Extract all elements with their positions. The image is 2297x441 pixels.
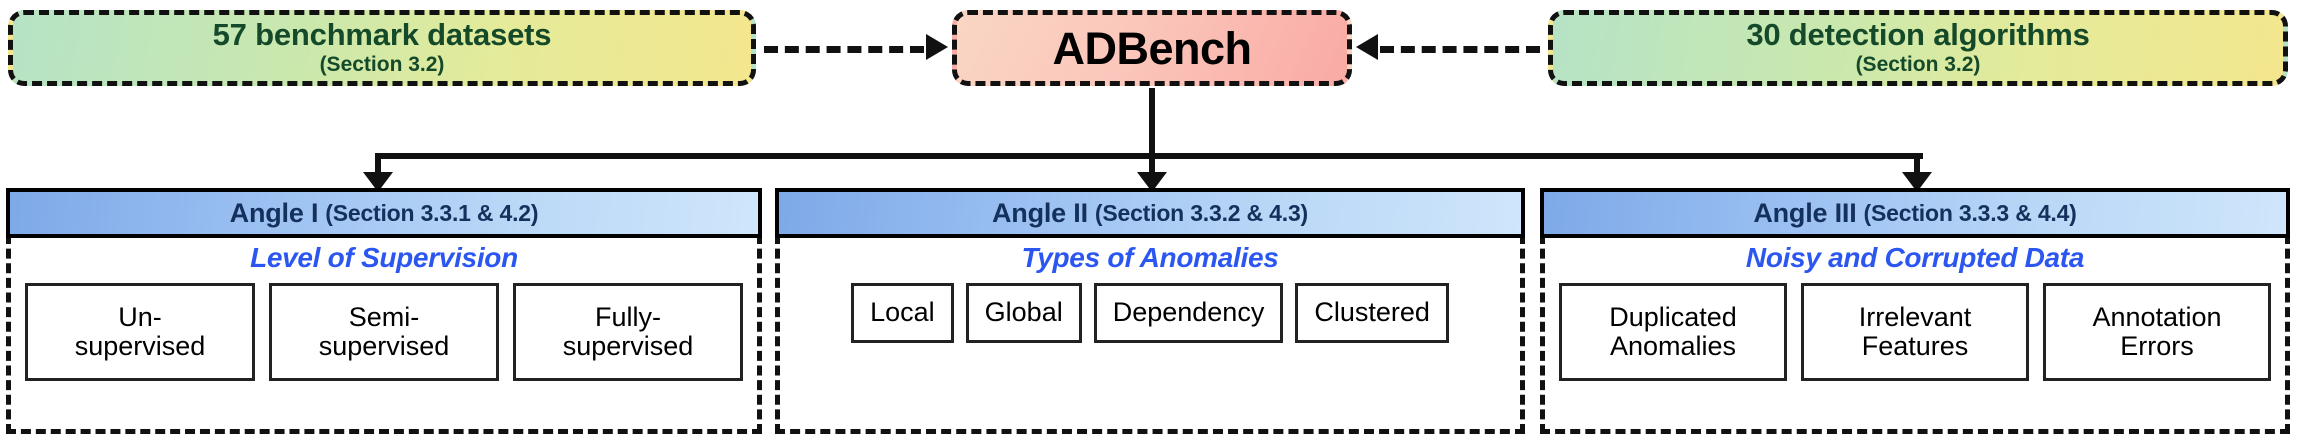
angle-3-chip-row: Duplicated Anomalies Irrelevant Features…: [1545, 283, 2285, 381]
chip-duplicated-anomalies[interactable]: Duplicated Anomalies: [1559, 283, 1787, 381]
connector-adbench-stem: [1149, 88, 1155, 156]
angle-1-body: Level of Supervision Un- supervised Semi…: [6, 234, 762, 434]
chip-duplicated-anomalies-line1: Duplicated: [1609, 301, 1737, 332]
benchmark-datasets-box: 57 benchmark datasets (Section 3.2): [8, 10, 756, 86]
angle-2-chip-row: Local Global Dependency Clustered: [780, 283, 1520, 343]
adbench-box: ADBench: [952, 10, 1352, 86]
angle-3-name: Angle III: [1753, 197, 1857, 228]
chip-global[interactable]: Global: [965, 283, 1082, 343]
detection-algorithms-title: 30 detection algorithms: [1746, 17, 2090, 53]
chip-dependency[interactable]: Dependency: [1093, 283, 1284, 343]
arrow-down-icon-angle-2: [1137, 172, 1167, 192]
chip-unsupervised[interactable]: Un- supervised: [25, 283, 255, 381]
chip-clustered[interactable]: Clustered: [1295, 283, 1449, 343]
angle-1-panel: Angle I (Section 3.3.1 & 4.2) Level of S…: [6, 188, 762, 434]
detection-algorithms-box: 30 detection algorithms (Section 3.2): [1548, 10, 2288, 86]
chip-fully-supervised[interactable]: Fully- supervised: [513, 283, 743, 381]
chip-irrelevant-features-line1: Irrelevant: [1858, 301, 1972, 332]
chip-semi-supervised-line2: supervised: [318, 331, 450, 361]
benchmark-datasets-section: (Section 3.2): [319, 52, 445, 76]
dashed-connector-algorithms-to-adbench: [1380, 46, 1540, 53]
adbench-label: ADBench: [1052, 22, 1252, 74]
chip-annotation-errors-line2: Errors: [2120, 331, 2194, 361]
connector-drop-angle-3: [1914, 153, 1920, 175]
arrow-right-icon: [926, 34, 948, 60]
chip-fully-supervised-line2: supervised: [562, 331, 694, 361]
benchmark-datasets-title: 57 benchmark datasets: [212, 17, 552, 53]
angle-1-subtitle: Level of Supervision: [250, 242, 518, 273]
angle-1-header: Angle I (Section 3.3.1 & 4.2): [6, 188, 762, 238]
angle-2-body: Types of Anomalies Local Global Dependen…: [775, 234, 1525, 434]
chip-unsupervised-line2: supervised: [74, 331, 206, 361]
angle-2-section: (Section 3.3.2 & 4.3): [1094, 199, 1308, 226]
chip-semi-supervised[interactable]: Semi- supervised: [269, 283, 499, 381]
chip-fully-supervised-line1: Fully-: [594, 301, 661, 332]
arrow-down-icon-angle-3: [1902, 172, 1932, 192]
angle-3-panel: Angle III (Section 3.3.3 & 4.4) Noisy an…: [1540, 188, 2290, 434]
angle-2-header: Angle II (Section 3.3.2 & 4.3): [775, 188, 1525, 238]
angle-2-subtitle: Types of Anomalies: [1021, 242, 1279, 273]
angle-1-chip-row: Un- supervised Semi- supervised Fully- s…: [11, 283, 757, 381]
chip-irrelevant-features[interactable]: Irrelevant Features: [1801, 283, 2029, 381]
chip-annotation-errors[interactable]: Annotation Errors: [2043, 283, 2271, 381]
angle-1-name: Angle I: [229, 197, 319, 228]
chip-irrelevant-features-line2: Features: [1861, 331, 1969, 361]
angle-3-body: Noisy and Corrupted Data Duplicated Anom…: [1540, 234, 2290, 434]
angle-2-panel: Angle II (Section 3.3.2 & 4.3) Types of …: [775, 188, 1525, 434]
chip-unsupervised-line1: Un-: [118, 301, 162, 332]
connector-drop-angle-1: [375, 153, 381, 175]
angle-3-header: Angle III (Section 3.3.3 & 4.4): [1540, 188, 2290, 238]
chip-local[interactable]: Local: [851, 283, 954, 343]
chip-annotation-errors-line1: Annotation: [2092, 301, 2222, 332]
arrow-left-icon: [1356, 34, 1378, 60]
chip-duplicated-anomalies-line2: Anomalies: [1609, 331, 1737, 361]
arrow-down-icon-angle-1: [363, 172, 393, 192]
detection-algorithms-section: (Section 3.2): [1855, 52, 1981, 76]
angle-3-section: (Section 3.3.3 & 4.4): [1863, 199, 2077, 226]
chip-semi-supervised-line1: Semi-: [348, 301, 420, 332]
angle-1-section: (Section 3.3.1 & 4.2): [325, 199, 539, 226]
dashed-connector-datasets-to-adbench: [764, 46, 924, 53]
connector-drop-angle-2: [1149, 153, 1155, 175]
angle-3-subtitle: Noisy and Corrupted Data: [1745, 242, 2085, 273]
angle-2-name: Angle II: [991, 197, 1088, 228]
